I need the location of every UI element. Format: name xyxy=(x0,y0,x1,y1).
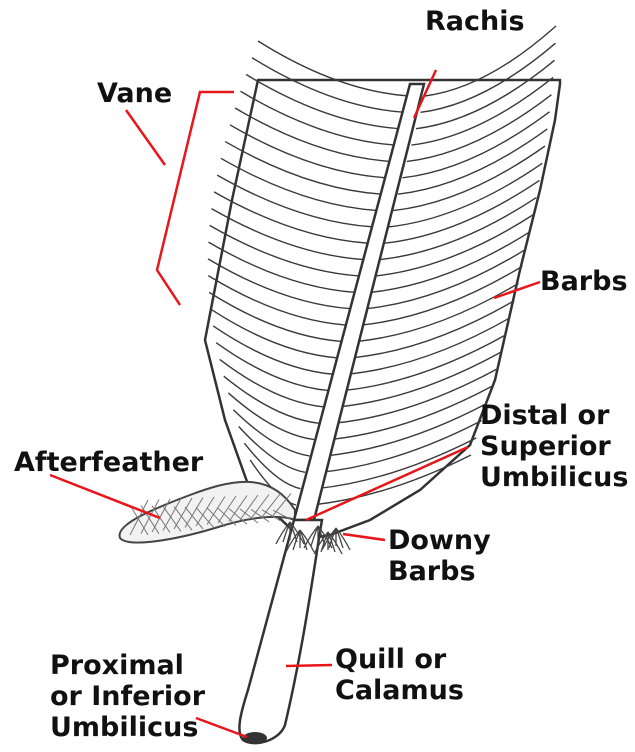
quill-line-2: Calamus xyxy=(335,675,464,706)
proximal-umbilicus-label: Proximal or Inferior Umbilicus xyxy=(50,650,205,743)
downy-barbs-line-2: Barbs xyxy=(388,556,491,587)
quill-leader xyxy=(286,665,332,666)
distal-umbilicus-label: Distal or Superior Umbilicus xyxy=(480,400,628,493)
distal-umbilicus-line-3: Umbilicus xyxy=(480,462,628,493)
distal-umbilicus-line-2: Superior xyxy=(480,431,628,462)
quill-calamus xyxy=(239,520,322,743)
proximal-umbilicus-line-2: or Inferior xyxy=(50,681,205,712)
vane-leader xyxy=(126,110,165,165)
quill-line-1: Quill or xyxy=(335,644,464,675)
quill-label: Quill or Calamus xyxy=(335,644,464,706)
downy-barbs-line-1: Downy xyxy=(388,525,491,556)
afterfeather-label: Afterfeather xyxy=(14,447,203,478)
proximal-umbilicus-line-3: Umbilicus xyxy=(50,712,205,743)
rachis-label: Rachis xyxy=(425,6,525,37)
downy-barbs-leader xyxy=(343,534,385,540)
downy-barbs-label: Downy Barbs xyxy=(388,525,491,587)
vane-label: Vane xyxy=(97,78,172,109)
afterfeather-leader xyxy=(50,475,160,518)
proximal-umbilicus-line-1: Proximal xyxy=(50,650,205,681)
distal-umbilicus-line-1: Distal or xyxy=(480,400,628,431)
barbs-label: Barbs xyxy=(540,266,628,297)
